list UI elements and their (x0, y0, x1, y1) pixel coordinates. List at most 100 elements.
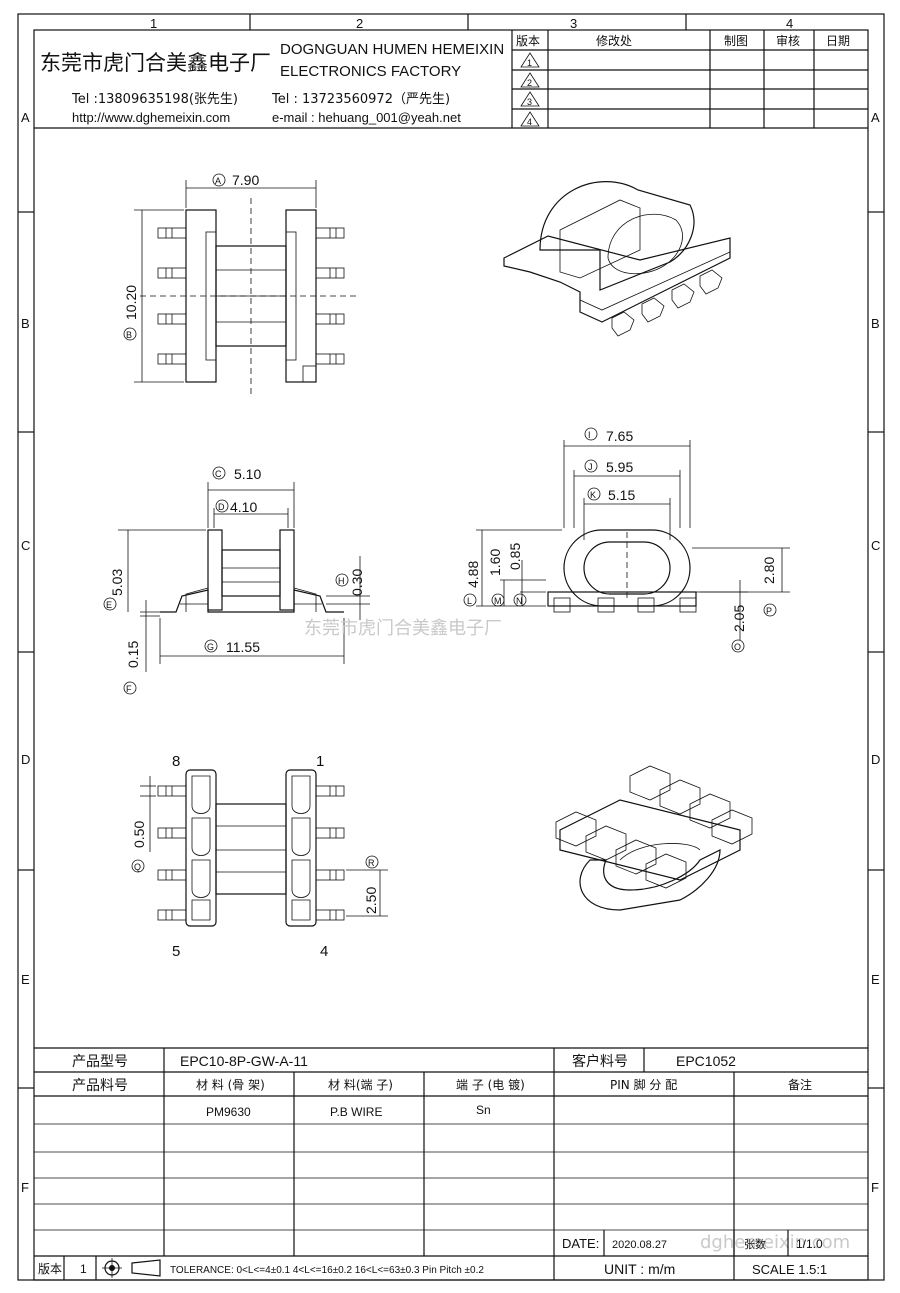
svg-text:J: J (588, 462, 593, 472)
pin-label-8: 8 (172, 753, 180, 770)
svg-text:D: D (218, 502, 225, 512)
svg-text:A: A (215, 176, 221, 186)
rev-header-checked: 审核 (776, 33, 800, 48)
rev-header-date: 日期 (826, 34, 850, 48)
pin-label-4: 4 (320, 943, 328, 960)
rev-header-change: 修改处 (596, 33, 632, 48)
dim-e-value: 5.03 (109, 569, 125, 596)
value-customer-pn: EPC1052 (676, 1053, 736, 1069)
dim-b-value: 10.20 (123, 285, 139, 320)
label-date: DATE: (562, 1236, 599, 1251)
label-revision: 版本 (38, 1262, 62, 1276)
pin-label-1: 1 (316, 753, 324, 770)
grid-col-3: 3 (570, 16, 577, 31)
bottom-table: 产品型号 EPC10-8P-GW-A-11 客户料号 EPC1052 产品料号 … (34, 1047, 868, 1280)
label-page: 张数 (744, 1238, 766, 1251)
iso-view-bottom (555, 765, 753, 911)
dim-n-value: 0.85 (507, 543, 523, 570)
svg-text:G: G (207, 642, 214, 652)
dim-c-value: 5.10 (234, 466, 261, 482)
rev-header-drawn: 制图 (724, 34, 748, 48)
svg-text:B: B (126, 330, 132, 340)
grid-row-d-right: D (871, 752, 880, 767)
rev-row-1: 1 (527, 58, 532, 68)
grid-row-c-left: C (21, 538, 30, 553)
svg-text:O: O (734, 642, 741, 652)
dim-a-value: 7.90 (232, 172, 259, 188)
revision-table: 版本 修改处 制图 审核 日期 1 2 3 4 (511, 30, 868, 128)
grid-col-1: 1 (150, 16, 157, 31)
dim-r-value: 2.50 (363, 887, 379, 914)
value-plating: Sn (476, 1103, 491, 1117)
dim-j-value: 5.95 (606, 459, 633, 475)
svg-text:N: N (516, 596, 523, 606)
dim-d-value: 4.10 (230, 499, 257, 515)
svg-text:P: P (766, 606, 772, 616)
dim-m-value: 1.60 (487, 549, 503, 576)
svg-text:M: M (494, 596, 502, 606)
value-date: 2020.08.27 (612, 1239, 667, 1251)
grid-row-f-left: F (21, 1180, 29, 1195)
grid-row-f-right: F (871, 1180, 879, 1195)
label-product-pn: 产品料号 (72, 1078, 128, 1094)
dim-k-value: 5.15 (608, 487, 635, 503)
grid-col-2: 2 (356, 16, 363, 31)
grid-row-a-right: A (871, 110, 880, 125)
grid-row-e-right: E (871, 972, 880, 987)
contact-tel-1: Tel :13809635198(张先生) (71, 92, 238, 107)
company-email: e-mail : hehuang_001@yeah.net (272, 110, 461, 125)
svg-text:K: K (590, 490, 596, 500)
dim-g-value: 11.55 (226, 639, 260, 655)
col-pin-material: 材 料(端 子) (328, 1078, 393, 1092)
value-pin-material: P.B WIRE (330, 1105, 382, 1119)
grid-row-a-left: A (21, 110, 30, 125)
svg-text:R: R (368, 858, 375, 868)
company-website: http://www.dghemeixin.com (72, 110, 230, 125)
dim-h-value: 0.30 (349, 569, 365, 596)
company-name-cn: 东莞市虎门合美鑫电子厂 (40, 51, 271, 75)
label-customer-pn: 客户料号 (572, 1053, 628, 1070)
iso-view-top (503, 181, 731, 337)
front-view: C 5.10 D 4.10 E 5.03 F 0.15 G 11.55 H (103, 466, 370, 695)
grid-row-b-left: B (21, 316, 30, 331)
company-name-en-2: ELECTRONICS FACTORY (280, 63, 461, 80)
svg-text:C: C (215, 469, 222, 479)
grid-row-b-right: B (871, 316, 880, 331)
value-bobbin-material: PM9630 (206, 1105, 251, 1119)
tolerance-note: TOLERANCE: 0<L<=4±0.1 4<L<=16±0.2 16<L<=… (170, 1265, 484, 1276)
outer-frame (17, 13, 885, 1281)
dim-f-value: 0.15 (125, 641, 141, 668)
watermark-url: dghemeixin.com (700, 1232, 850, 1253)
value-page: 1/1.0 (796, 1237, 823, 1251)
grid-row-c-right: C (871, 538, 880, 553)
side-view: I 7.65 J 5.95 K 5.15 L 4.88 M 1.60 N 0.8… (463, 427, 790, 653)
rev-row-4: 4 (527, 117, 532, 127)
bottom-view: 8 1 5 4 Q 0.50 R 2.50 (131, 753, 388, 960)
value-product-model: EPC10-8P-GW-A-11 (180, 1053, 308, 1069)
dim-l-value: 4.88 (465, 561, 481, 588)
dim-i-value: 7.65 (606, 428, 633, 444)
dim-q-value: 0.50 (131, 821, 147, 848)
contact-tel-2: Tel : 13723560972（严先生) (271, 92, 450, 107)
dim-o-value: 2.05 (731, 605, 747, 632)
label-product-model: 产品型号 (72, 1054, 128, 1070)
svg-text:F: F (126, 684, 132, 694)
watermark-text: 东莞市虎门合美鑫电子厂 (304, 618, 502, 639)
rev-row-2: 2 (527, 78, 532, 88)
svg-text:Q: Q (134, 862, 141, 872)
svg-text:I: I (588, 430, 591, 440)
grid-row-e-left: E (21, 972, 30, 987)
svg-text:L: L (467, 596, 472, 606)
col-plating: 端 子 (电 镀) (456, 1078, 525, 1092)
inner-frame (33, 29, 869, 1281)
col-bobbin-material: 材 料 (骨 架) (196, 1078, 265, 1092)
scale: SCALE 1.5:1 (752, 1262, 827, 1277)
rev-header-version: 版本 (516, 34, 540, 48)
col-pin-assignment: PIN 脚 分 配 (610, 1077, 677, 1092)
projection-symbol-icon (102, 1258, 161, 1278)
grid-col-4: 4 (786, 16, 793, 31)
company-name-en-1: DOGNGUAN HUMEN HEMEIXIN (280, 41, 504, 58)
value-revision: 1 (80, 1262, 87, 1276)
pin-label-5: 5 (172, 943, 180, 960)
